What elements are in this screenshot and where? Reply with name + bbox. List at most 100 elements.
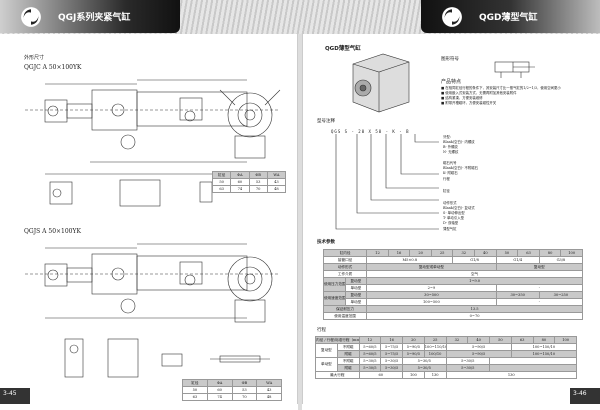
table-cell: 5~75/5 (380, 350, 403, 358)
table-cell: G1/4 (495, 256, 540, 264)
table-cell: 130 (445, 371, 577, 379)
table-cell: 5~30/5 (402, 357, 447, 365)
left-header: QGJ系列夹紧气缸 (0, 0, 180, 33)
table-row: 动作形式复动型或单动型复动型 (322, 263, 584, 271)
table-cell: 5~90/5 (402, 343, 425, 351)
table-cell: 48 (256, 393, 282, 401)
table-cell: 复动型 (315, 343, 338, 358)
table-cell: 80 (532, 336, 556, 344)
order-note-line: N- 无螺纹 (443, 150, 459, 154)
order-note-title: 牙型： (443, 135, 454, 139)
header-cell: ΦB (231, 379, 258, 387)
table-cell: 5~30/5 (358, 364, 382, 372)
order-note-title: 动作形式 (443, 201, 457, 205)
table-cell: 43 (256, 386, 282, 394)
table-cell: 附磁 (336, 364, 360, 372)
table-cell: - (495, 284, 584, 292)
table-cell: 100/10 (423, 350, 447, 358)
order-note-line: T- 单动引入型 (443, 216, 464, 220)
table-cell: 32 (452, 249, 476, 257)
table-cell: 74 (206, 393, 233, 401)
order-note: 行程 (443, 176, 450, 181)
cylinder-drawing-qgjc (25, 79, 281, 207)
table-cell: 50 (489, 336, 512, 344)
table-cell: 100 (402, 371, 425, 379)
table-cell: M5×0.8 (366, 256, 454, 264)
right-header-title: QGD薄型气缸 (479, 13, 538, 23)
table-cell: 43 (266, 178, 287, 186)
table-cell: 5~30/5 (445, 364, 490, 372)
right-page: QGD薄型气缸 图形符号 产品特点 ■ 在相同缸径行程的条件下，其安装尺寸比一般… (302, 34, 600, 404)
table-cell: 16 (387, 249, 411, 257)
left-header-title: QGJ系列夹紧气缸 (58, 13, 131, 23)
order-note: 薄型气缸 (443, 226, 457, 231)
table-cell: 40 (474, 249, 497, 257)
product-title: QGD薄型气缸 (325, 46, 361, 52)
table-cell: 12 (366, 249, 389, 257)
table-cell: 复动型 (495, 263, 584, 271)
table-cell: 50 (182, 386, 208, 394)
table-cell: 5~60/5 (358, 343, 382, 351)
table-cell: 53 (231, 386, 258, 394)
order-note-title: 行程 (443, 177, 450, 181)
order-note-title: 薄型气缸 (443, 227, 457, 231)
table-cell: 空气 (366, 270, 583, 278)
table-cell: 20 (409, 249, 432, 257)
brand-logo-icon (21, 6, 41, 27)
table-cell: 25 (423, 336, 447, 344)
table-cell: G1/8 (452, 256, 497, 264)
table-cell: 30~500 (366, 291, 497, 299)
cylinder-drawing-qgjs (25, 243, 280, 378)
model-label-2: QGJS A 50×100YK (24, 228, 81, 235)
table-cell: 80 (538, 249, 562, 257)
table-cell: 60 (206, 386, 233, 394)
table-cell: 0~70 (366, 312, 583, 320)
order-code-part: B (406, 129, 410, 134)
table-cell: 30~250 (538, 291, 584, 299)
table-cell: 动作形式 (322, 263, 368, 271)
table-cell: 63 (517, 249, 540, 257)
symbol-label: 图形符号 (441, 57, 459, 62)
table-cell: 5~30/5 (445, 357, 490, 365)
order-code-part: QGS (331, 129, 345, 134)
table-cell: 复动型 (344, 291, 368, 299)
table-cell: 70 (248, 185, 268, 193)
product-photo (352, 53, 410, 113)
table-cell: 不附磁 (336, 343, 360, 351)
table-cell: 100~500 (366, 298, 497, 306)
table-cell: 单动型 (344, 284, 368, 292)
table-cell: 74 (230, 185, 250, 193)
order-note-line: Blank(空白)- 不附磁石 (443, 166, 479, 170)
table-cell: 130 (423, 371, 447, 379)
features-list: ■ 在相同缸径行程的条件下，其安装尺寸比一般气缸的1/2~1/3，使用空间更小■… (441, 86, 591, 106)
tech-title: 技术参数 (317, 240, 335, 245)
order-code-part: - (385, 129, 393, 134)
pneumatic-symbol-icon (494, 61, 535, 78)
table-cell: 53 (248, 178, 268, 186)
table-cell: - (495, 298, 584, 306)
stroke-title: 行程 (317, 328, 326, 333)
feature-item: ■ 附带开槽磁环，方便安装磁性开关 (441, 101, 497, 105)
table-cell: 缸内径 (322, 249, 368, 257)
table-cell (489, 357, 577, 365)
table-cell: 1~9.0 (366, 277, 583, 285)
table-cell: 附磁 (336, 350, 360, 358)
table-cell (489, 364, 577, 372)
table-cell: 5~30/5 (380, 357, 403, 365)
